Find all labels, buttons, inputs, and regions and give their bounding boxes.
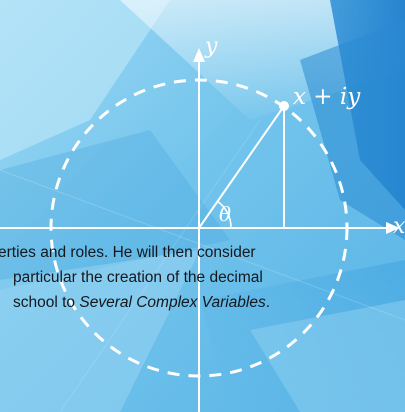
y-axis-label: y: [204, 34, 218, 59]
angle-label: θ: [219, 202, 231, 226]
body-text-line-3: school to Several Complex Variables.: [13, 293, 405, 313]
body-text-line-2: particular the creation of the decimal: [13, 269, 263, 286]
body-text-line-3-end: .: [265, 294, 271, 311]
x-axis-arrow-icon: [386, 222, 400, 234]
angle-arc: [216, 200, 232, 229]
radius-line: [198, 105, 285, 229]
background-shard: [0, 130, 230, 290]
background-streak: [0, 169, 405, 321]
complex-point: [279, 101, 289, 111]
y-axis-arrow-icon: [193, 48, 205, 62]
background-shard: [250, 300, 405, 412]
background-streak: [59, 119, 261, 412]
book-title-emphasis: Several Complex Variables: [79, 294, 266, 311]
body-text-line-3-start: school to: [13, 294, 80, 311]
point-label: x + iy: [293, 84, 361, 110]
body-text-line-1: erties and roles. He will then consider: [0, 244, 256, 261]
background-shard: [0, 0, 170, 160]
x-axis-label: x: [393, 214, 405, 239]
background-shard-dark: [300, 20, 405, 240]
background-shard: [0, 250, 200, 412]
